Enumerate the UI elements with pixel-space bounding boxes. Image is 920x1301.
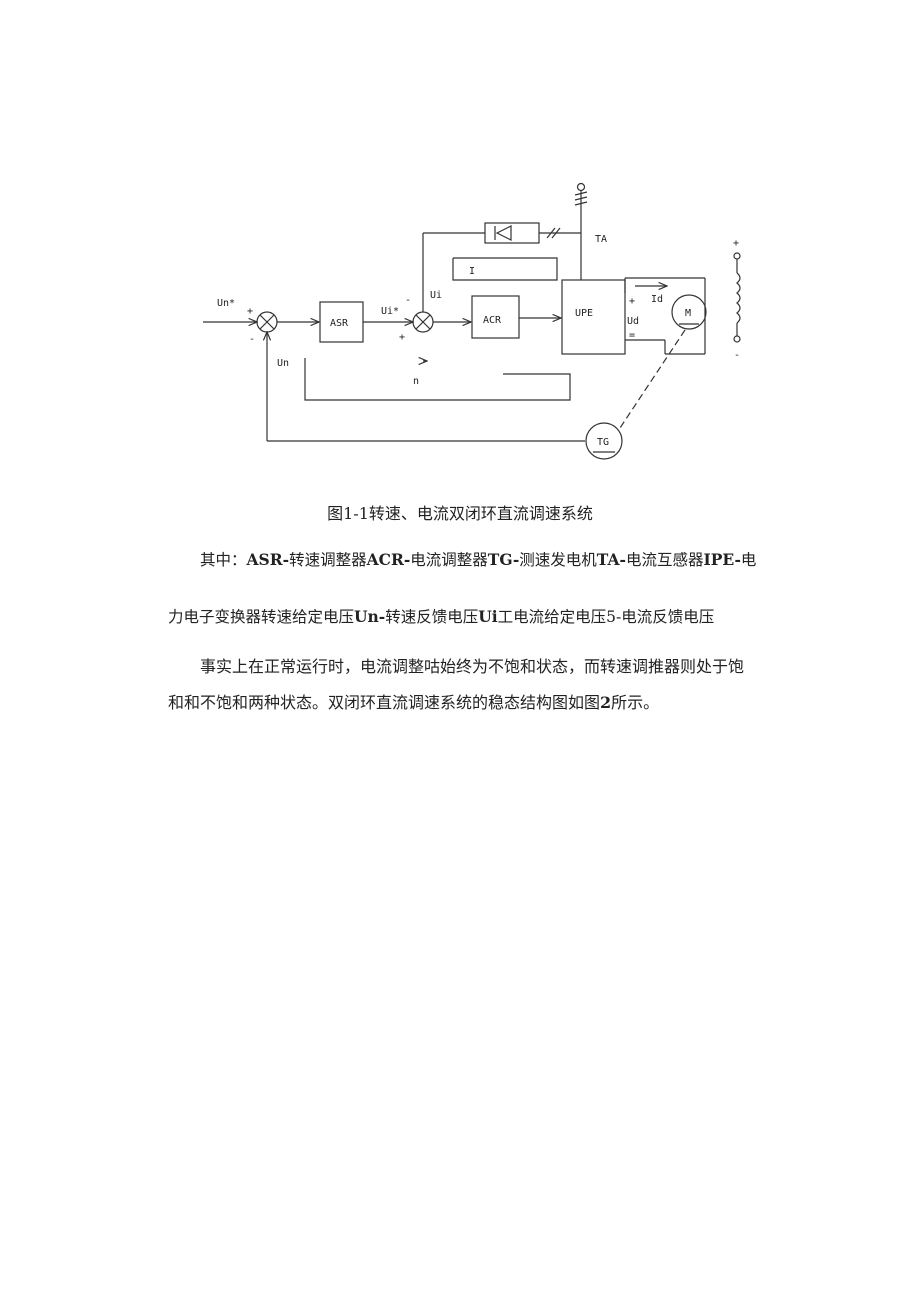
legend-seg: 工电流给定电压5-电流反馈电压	[497, 608, 715, 626]
label-upe: UPE	[575, 308, 593, 319]
label-ui-star: Ui*	[381, 306, 399, 317]
summing-junction-current	[412, 311, 434, 333]
legend-seg: 其中：	[200, 551, 247, 569]
legend-seg: ASR-	[246, 550, 290, 569]
label-un: Un	[277, 358, 289, 369]
label-motor: M	[685, 308, 691, 319]
legend-seg: Un-	[354, 607, 386, 626]
label-id: Id	[651, 294, 663, 305]
label-ui: Ui	[430, 290, 442, 301]
field-winding	[733, 252, 741, 343]
legend-line-2: 力电子变换器转速给定电压Un-转速反馈电压Ui工电流给定电压5-电流反馈电压	[168, 602, 768, 632]
summing-junction-speed	[256, 311, 278, 333]
legend-seg: 电流互感器	[625, 551, 704, 569]
label-acr: ACR	[483, 315, 502, 326]
legend-seg: 力电子变换器转速给定电压	[168, 608, 355, 626]
legend-seg: ACR-	[366, 550, 411, 569]
motor-symbol	[671, 294, 707, 330]
label-minus-1: -	[249, 334, 255, 345]
legend-seg: 转速反馈电压	[385, 608, 479, 626]
label-minus-2: -	[405, 295, 411, 306]
legend-seg: TA-	[596, 550, 626, 569]
figure-caption: 图1-1转速、电流双闭环直流调速系统	[327, 504, 593, 523]
label-tg: TG	[597, 437, 609, 448]
current-feedback-rectifier	[484, 222, 540, 244]
legend-seg: 电	[740, 551, 757, 569]
body-seg: 和和不饱和两种状态。双闭环直流调速系统的稳态结构图如图	[168, 693, 601, 712]
label-plus-2: +	[399, 332, 405, 343]
legend-seg: 电流调整器	[410, 551, 488, 569]
legend-seg: 转速调整器	[289, 551, 367, 569]
figure-number: 2	[600, 693, 612, 712]
upe-block	[561, 279, 626, 355]
body-line-2: 和和不饱和两种状态。双闭环直流调速系统的稳态结构图如图2所示。	[168, 688, 768, 718]
label-plus-3: +	[629, 296, 635, 307]
label-ud: Ud	[627, 316, 639, 327]
legend-line-1: 其中：ASR-转速调整器ACR-电流调整器TG-测速发电机TA-电流互感器IPE…	[200, 545, 800, 575]
label-i: I	[469, 266, 475, 277]
legend-seg: 测速发电机	[519, 551, 597, 569]
ta-transformer-symbol	[546, 182, 588, 239]
legend-seg: Ui	[478, 607, 498, 626]
label-field-minus: -	[734, 350, 740, 361]
body-line-1: 事实上在正常运行时，电流调整咕始终为不饱和状态，而转速调推器则处于饱	[200, 657, 745, 676]
block-diagram: Un* + - ASR Ui* - Ui + ACR I UPE TA + Id…	[203, 182, 741, 460]
legend-seg: IPE-	[703, 550, 741, 569]
label-un-star: Un*	[217, 298, 235, 309]
label-n: n	[413, 376, 419, 387]
label-asr: ASR	[330, 318, 349, 329]
body-seg: 所示。	[611, 693, 660, 712]
label-field-plus: +	[733, 238, 739, 249]
tg-symbol	[585, 422, 623, 460]
acr-block	[471, 295, 520, 339]
label-plus-1: +	[247, 306, 253, 317]
legend-seg: TG-	[487, 550, 520, 569]
label-ta: TA	[595, 234, 607, 245]
label-minus-3: =	[629, 330, 635, 341]
